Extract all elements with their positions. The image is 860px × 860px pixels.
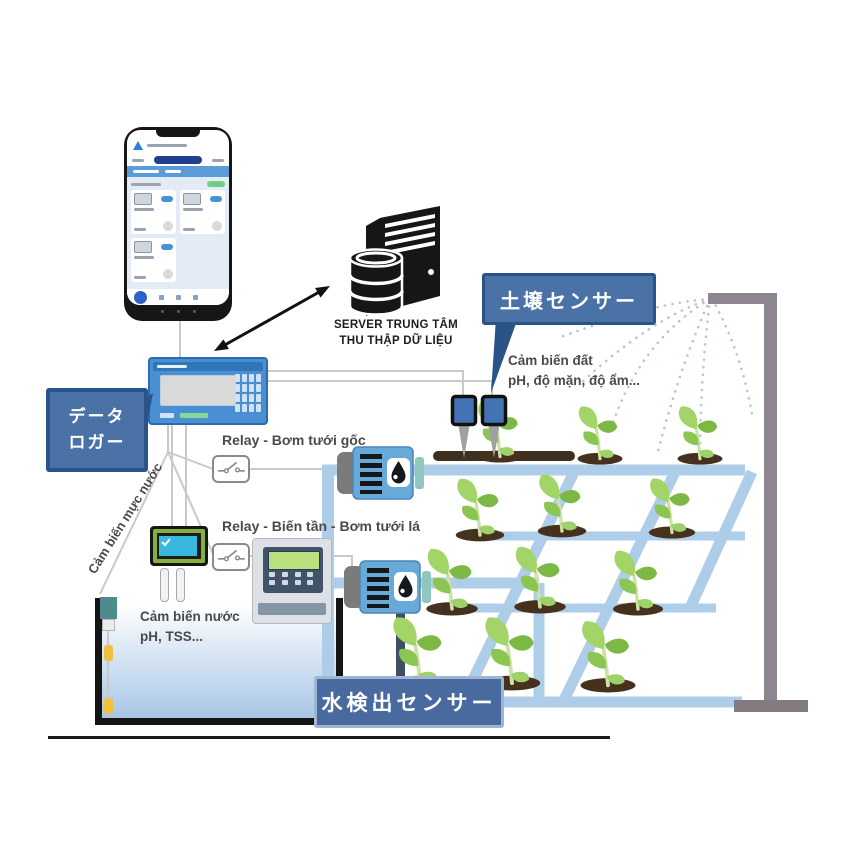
leaf-watering-pump bbox=[342, 558, 434, 616]
phone-chin bbox=[127, 305, 229, 317]
water-level-probe-body bbox=[102, 619, 115, 631]
datalogger-callout-label: データ ロガー bbox=[68, 406, 126, 452]
relay-root-label: Relay - Bơm tưới gốc bbox=[222, 432, 366, 448]
server-caption-line1: SERVER TRUNG TÂM bbox=[333, 319, 459, 331]
relay-switch-icon bbox=[218, 549, 245, 562]
tank-wall-bottom bbox=[95, 718, 343, 725]
smartphone bbox=[124, 127, 232, 321]
toggle-switch bbox=[161, 244, 173, 250]
inverter-buttons bbox=[269, 572, 317, 585]
inverter-vfd-device bbox=[252, 538, 332, 624]
status-pill bbox=[207, 181, 225, 187]
logger-lcd bbox=[160, 375, 236, 406]
ground-line bbox=[48, 736, 610, 739]
phone-banner bbox=[127, 166, 229, 177]
relay-root-pump bbox=[212, 455, 250, 483]
tank-wall-left bbox=[95, 598, 102, 725]
server-caption-line2: THU THẬP DỮ LIỆU bbox=[339, 334, 453, 347]
device-cards bbox=[131, 190, 225, 282]
relay-switch-icon bbox=[218, 461, 245, 474]
device-icon bbox=[183, 193, 201, 205]
inverter-lcd bbox=[268, 551, 320, 570]
device-card bbox=[131, 190, 176, 234]
tank-wall-right bbox=[336, 598, 343, 725]
soil-sensor-probe-2 bbox=[480, 394, 508, 460]
server-icon bbox=[348, 206, 440, 316]
inverter-panel bbox=[263, 547, 323, 593]
soil-sensor-probe-1 bbox=[450, 394, 478, 460]
pole-base bbox=[734, 700, 808, 712]
logger-title-strip bbox=[153, 362, 263, 371]
device-icon bbox=[134, 241, 152, 253]
water-detect-callout: 水検出センサー bbox=[314, 676, 504, 728]
sprinkler-spray-dots bbox=[556, 297, 755, 460]
device-card bbox=[131, 238, 176, 282]
server-caption: SERVER TRUNG TÂM THU THẬP DỮ LIỆU bbox=[326, 318, 466, 349]
phone-nav-bar bbox=[127, 289, 229, 305]
water-sensor-probe-1 bbox=[160, 568, 169, 602]
phone-content bbox=[127, 177, 229, 289]
soil-sensor-note: Cảm biến đất pH, độ mặn, độ ẩm... bbox=[508, 353, 641, 388]
phone-notch bbox=[156, 130, 200, 137]
water-level-probe-head bbox=[100, 597, 117, 619]
soil-sensor-callout-label: 土壌センサー bbox=[500, 290, 638, 313]
home-fab bbox=[134, 290, 147, 304]
device-card bbox=[180, 190, 225, 234]
active-tab-pill bbox=[154, 156, 202, 164]
data-logger-device bbox=[148, 357, 268, 425]
phone-app-header bbox=[127, 130, 229, 154]
app-logo-icon bbox=[133, 141, 143, 150]
root-watering-pump bbox=[335, 444, 427, 502]
toggle-switch bbox=[210, 196, 222, 202]
device-icon bbox=[134, 193, 152, 205]
logger-keypad bbox=[235, 374, 261, 412]
water-sensor-probe-2 bbox=[176, 568, 185, 602]
relay-inverter-leaf-pump bbox=[212, 543, 250, 571]
toggle-switch bbox=[161, 196, 173, 202]
relay-leaf-label: Relay - Biến tần - Bơm tưới lá bbox=[222, 518, 421, 534]
sprinkler-pole bbox=[764, 293, 777, 703]
phone-screen bbox=[127, 130, 229, 305]
water-detect-callout-label: 水検出センサー bbox=[321, 692, 497, 715]
sprinkler-arm bbox=[708, 293, 777, 304]
water-quality-sensor bbox=[150, 526, 208, 566]
datalogger-callout: データ ロガー bbox=[46, 388, 148, 472]
water-sensor-lcd bbox=[159, 536, 197, 556]
soil-sensor-callout: 土壌センサー bbox=[482, 273, 656, 325]
phone-server-arrow bbox=[214, 286, 330, 351]
water-quality-note: Cảm biến nước pH, TSS... bbox=[140, 609, 240, 644]
phone-tab-row bbox=[127, 154, 229, 166]
